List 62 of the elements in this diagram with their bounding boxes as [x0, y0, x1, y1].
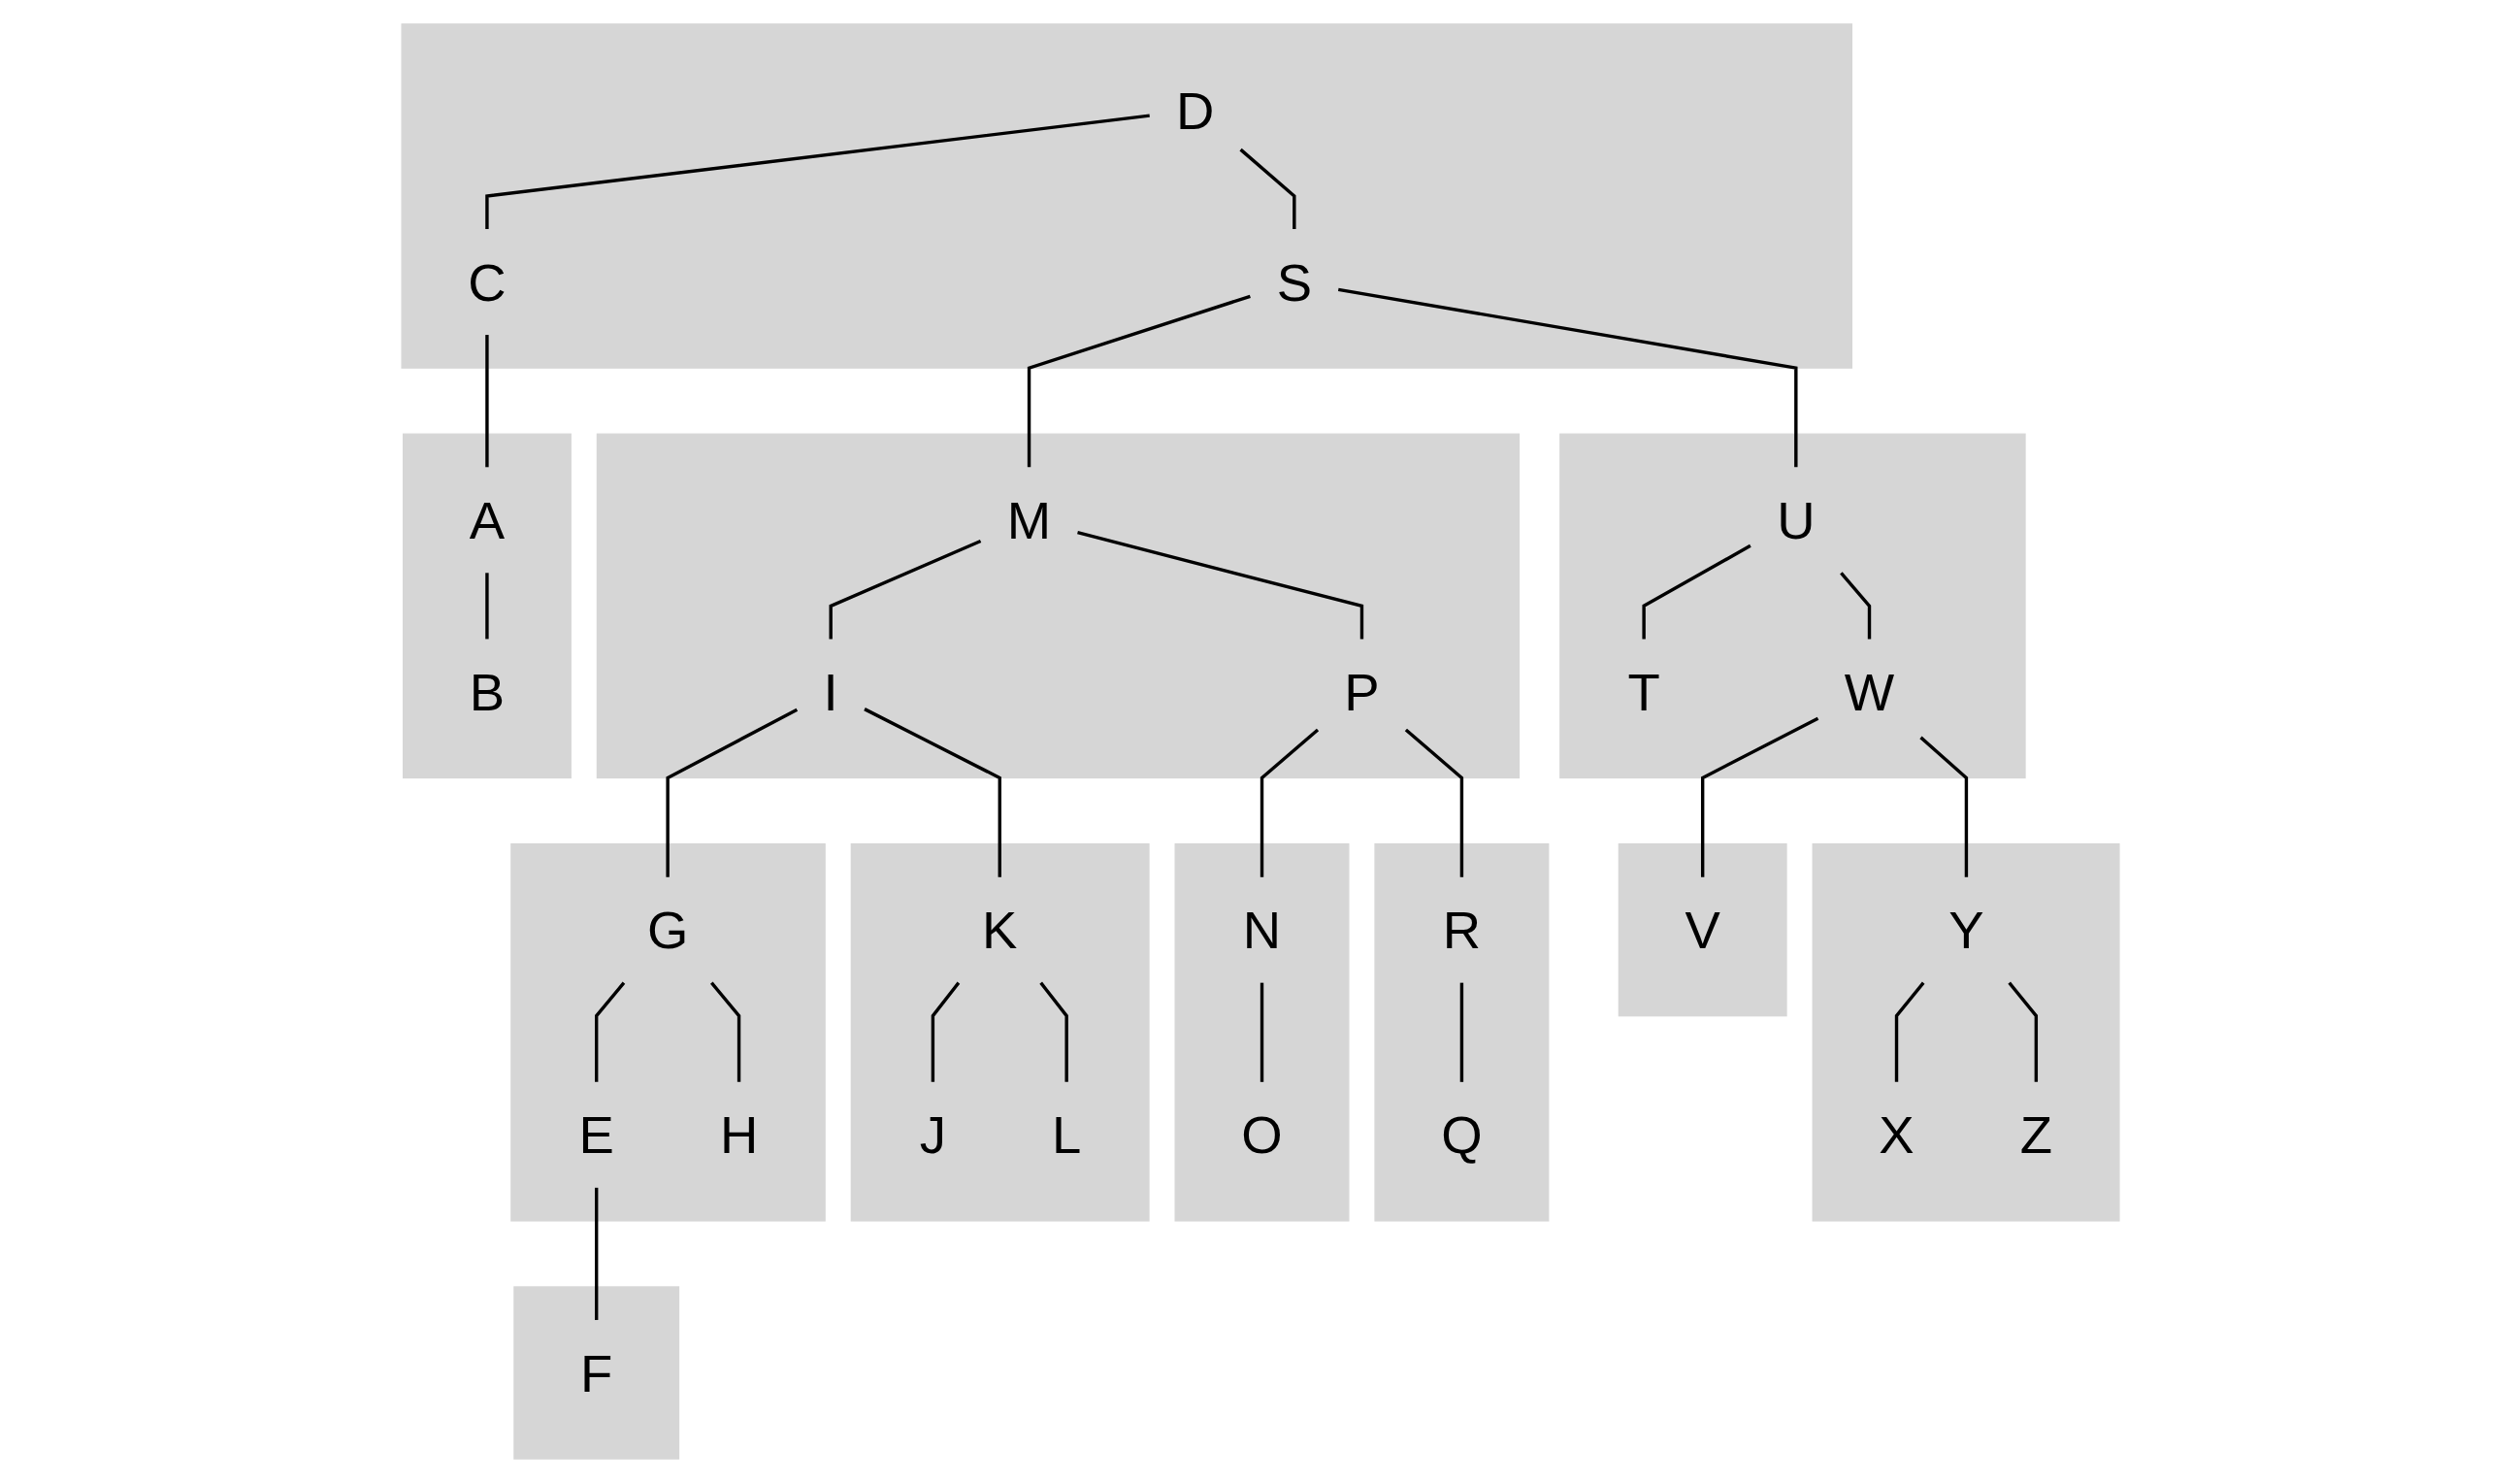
- cluster: [402, 433, 572, 778]
- node-text: Z: [2019, 1104, 2052, 1164]
- connector: [828, 539, 981, 639]
- cluster: [400, 22, 1852, 369]
- node-text: N: [1242, 900, 1281, 959]
- cluster: [512, 1285, 679, 1460]
- cluster: [1558, 433, 2026, 778]
- cluster: [1812, 842, 2120, 1222]
- connector: [594, 981, 625, 1082]
- cluster: [1174, 842, 1349, 1222]
- connector: [863, 707, 1001, 877]
- connector: [1459, 982, 1463, 1082]
- node-text: G: [646, 900, 688, 959]
- node-text: L: [1051, 1104, 1081, 1164]
- connector: [709, 981, 740, 1082]
- cluster: [596, 433, 1520, 778]
- node-text: R: [1442, 900, 1481, 959]
- connector: [1038, 981, 1068, 1082]
- node-text: C: [467, 252, 507, 312]
- connector: [594, 1187, 598, 1320]
- node-text: W: [1844, 662, 1894, 721]
- connector: [1641, 543, 1751, 639]
- connector: [1260, 728, 1319, 877]
- connector: [1027, 294, 1251, 467]
- node-text: O: [1240, 1104, 1283, 1164]
- connector: [1839, 571, 1871, 639]
- cluster: [850, 842, 1150, 1222]
- node-text: H: [719, 1104, 758, 1164]
- cluster: [1373, 842, 1549, 1222]
- node-text: A: [469, 490, 505, 549]
- node-text: K: [981, 900, 1017, 959]
- connector: [1337, 287, 1798, 467]
- node-text: V: [1685, 900, 1720, 959]
- node-text: E: [578, 1104, 614, 1164]
- connector: [1918, 736, 1968, 877]
- node-text: Y: [1947, 900, 1984, 959]
- node-text: Q: [1440, 1104, 1483, 1164]
- node-text: T: [1626, 662, 1660, 721]
- cluster: [509, 842, 826, 1222]
- cluster: [1618, 842, 1787, 1016]
- node-text: M: [1006, 490, 1051, 549]
- node-text: D: [1175, 80, 1214, 139]
- connector: [931, 981, 960, 1082]
- node-text: I: [823, 662, 838, 721]
- connector: [1238, 148, 1296, 229]
- connector: [665, 708, 798, 877]
- node-text: P: [1343, 662, 1380, 721]
- node-text: X: [1878, 1104, 1915, 1164]
- connector: [484, 334, 489, 467]
- connector: [484, 113, 1150, 229]
- connector: [1076, 530, 1363, 639]
- node-text: F: [579, 1343, 612, 1402]
- node-text: U: [1776, 490, 1816, 549]
- connector: [484, 572, 489, 639]
- node-text: S: [1276, 252, 1312, 312]
- node-text: B: [469, 662, 505, 721]
- connector: [1894, 981, 1924, 1082]
- connector: [1404, 728, 1463, 877]
- node-text: J: [919, 1104, 946, 1164]
- connector: [1700, 716, 1818, 877]
- connector: [2007, 981, 2038, 1082]
- connector: [1260, 982, 1263, 1082]
